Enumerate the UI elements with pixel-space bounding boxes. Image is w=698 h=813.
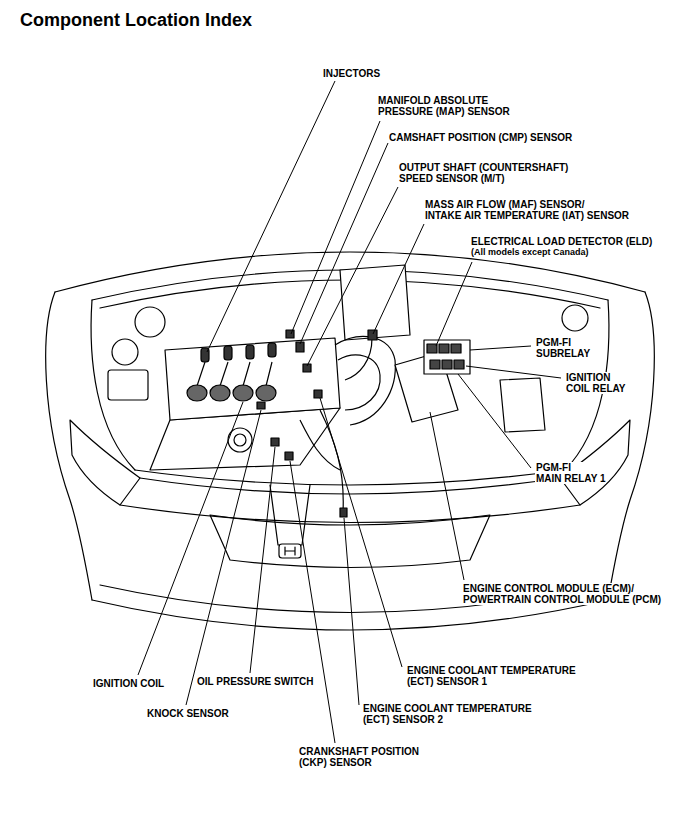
sensor bbox=[314, 390, 322, 398]
left-fender bbox=[46, 292, 92, 600]
relay bbox=[427, 344, 437, 353]
reservoir bbox=[500, 378, 545, 432]
hose bbox=[320, 410, 343, 512]
part-label: MANIFOLD ABSOLUTE PRESSURE (MAP) SENSOR bbox=[377, 95, 511, 117]
ignition-coil bbox=[187, 385, 207, 401]
part-label: KNOCK SENSOR bbox=[146, 708, 230, 719]
right-fender bbox=[608, 292, 654, 600]
strut-tower bbox=[562, 305, 588, 331]
sensor bbox=[257, 402, 265, 409]
hood-edge bbox=[135, 470, 565, 485]
part-label: ENGINE COOLANT TEMPERATURE (ECT) SENSOR … bbox=[406, 665, 577, 687]
brake-reservoir bbox=[112, 339, 138, 365]
sensor bbox=[368, 330, 377, 340]
leader-line bbox=[344, 518, 359, 705]
hood-edge bbox=[140, 478, 560, 494]
part-label: ENGINE CONTROL MODULE (ECM)/ POWERTRAIN … bbox=[462, 583, 662, 605]
relay bbox=[430, 360, 440, 369]
part-label: ELECTRICAL LOAD DETECTOR (ELD) bbox=[470, 236, 653, 247]
intake-manifold bbox=[338, 355, 380, 410]
injector bbox=[246, 345, 254, 359]
sensor bbox=[286, 330, 294, 338]
sensor bbox=[285, 452, 293, 460]
part-label: IGNITION COIL RELAY bbox=[565, 372, 626, 394]
part-label: ENGINE COOLANT TEMPERATURE (ECT) SENSOR … bbox=[362, 703, 533, 725]
leader-line bbox=[207, 81, 335, 352]
part-label: IGNITION COIL bbox=[92, 678, 165, 689]
leader-line bbox=[373, 224, 424, 334]
injector bbox=[268, 343, 276, 357]
car-body bbox=[46, 252, 655, 630]
leader-line bbox=[138, 402, 243, 675]
relay bbox=[454, 360, 464, 369]
part-label: PGM-FI SUBRELAY bbox=[535, 337, 591, 359]
oil-cap bbox=[234, 434, 246, 446]
leader-line bbox=[300, 143, 388, 344]
ignition-coil bbox=[233, 385, 253, 401]
part-label: CAMSHAFT POSITION (CMP) SENSOR bbox=[388, 132, 573, 143]
part-label: OIL PRESSURE SWITCH bbox=[196, 676, 315, 687]
sensor bbox=[340, 508, 347, 517]
emblem bbox=[279, 544, 301, 558]
relay bbox=[439, 344, 449, 353]
part-label: INJECTORS bbox=[322, 68, 381, 79]
sensor bbox=[271, 438, 279, 446]
relay bbox=[451, 344, 461, 353]
part-label: PGM-FI MAIN RELAY 1 bbox=[535, 462, 606, 484]
engine bbox=[150, 265, 545, 517]
headlight bbox=[70, 420, 140, 505]
page-title: Component Location Index bbox=[20, 10, 252, 31]
relay-bracket bbox=[424, 340, 470, 374]
leader-line bbox=[466, 366, 561, 378]
part-label: MASS AIR FLOW (MAF) SENSOR/ INTAKE AIR T… bbox=[424, 199, 630, 221]
leader-line bbox=[290, 461, 335, 743]
part-label: CRANKSHAFT POSITION (CKP) SENSOR bbox=[298, 746, 420, 768]
leader-line bbox=[458, 374, 531, 468]
leader-line bbox=[436, 262, 472, 346]
leader-line bbox=[320, 398, 402, 667]
strut-tower bbox=[135, 307, 165, 337]
valve-cover bbox=[165, 338, 340, 420]
leader-line bbox=[470, 346, 531, 350]
hood-latch-support bbox=[270, 485, 310, 545]
ignition-coil bbox=[256, 385, 276, 401]
relay bbox=[442, 360, 452, 369]
emblem-mark bbox=[285, 547, 295, 555]
part-label: (All models except Canada) bbox=[470, 247, 590, 258]
leader-line bbox=[430, 412, 464, 580]
leader-line bbox=[291, 121, 380, 334]
leader-line bbox=[250, 447, 275, 673]
grille-top bbox=[120, 505, 580, 523]
ignition-coil bbox=[210, 385, 230, 401]
brake-master bbox=[108, 370, 148, 400]
coil-tube bbox=[197, 362, 272, 386]
grille bbox=[210, 515, 490, 568]
part-label: OUTPUT SHAFT (COUNTERSHAFT) SPEED SENSOR… bbox=[398, 162, 569, 184]
injector bbox=[224, 346, 232, 360]
intake-manifold bbox=[335, 337, 395, 425]
intake-duct bbox=[345, 338, 372, 380]
leader-line bbox=[186, 410, 261, 705]
leader-line bbox=[307, 187, 398, 366]
